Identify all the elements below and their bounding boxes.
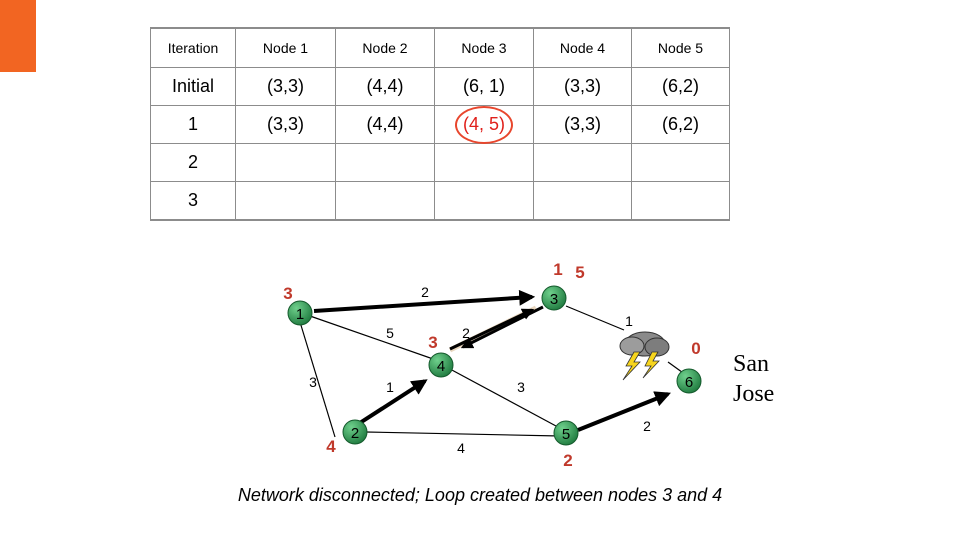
table-header-row: Iteration Node 1 Node 2 Node 3 Node 4 No…: [150, 27, 730, 68]
node-6: 6: [676, 368, 702, 394]
table-cell: (6,2): [631, 67, 730, 106]
table-cell: (4,4): [335, 67, 435, 106]
table-row: Initial (3,3) (4,4) (6, 1) (3,3) (6,2): [150, 67, 730, 106]
node-6-label: 6: [685, 374, 693, 391]
table-cell: (3,3): [235, 105, 336, 144]
destination-line: Jose: [733, 381, 775, 407]
edge-weight: 4: [457, 440, 465, 456]
node-5-label: 5: [562, 426, 570, 443]
table-cell: [631, 143, 730, 182]
arrow-5-to-6: [577, 391, 671, 432]
node-1: 1: [287, 300, 313, 326]
accent-bar: [0, 0, 36, 72]
edge-1-4: [309, 315, 437, 361]
table-cell: Initial: [150, 67, 236, 106]
edge-weight: 1: [625, 313, 633, 329]
highlighted-cell: (4, 5): [434, 105, 534, 144]
table-row: 1 (3,3) (4,4) (4, 5) (3,3) (6,2): [150, 105, 730, 144]
table-row: 2: [150, 143, 730, 182]
table-cell: [335, 143, 435, 182]
node-2: 2: [342, 419, 368, 445]
circled-value: (4, 5): [454, 106, 514, 144]
edge-weight: 3: [309, 374, 317, 390]
edge-1-2: [299, 321, 336, 438]
edge-weight: 2: [643, 418, 651, 434]
arrow-3-to-4: [460, 305, 544, 349]
edge-2-5: [365, 431, 561, 437]
routing-table: Iteration Node 1 Node 2 Node 3 Node 4 No…: [150, 27, 730, 221]
distance-label-node-3-new: 5: [575, 263, 584, 282]
edge-3-6: [565, 305, 625, 331]
table-cell: [533, 181, 632, 221]
edge-weight: 2: [421, 284, 429, 300]
column-header: Node 4: [533, 27, 632, 68]
distance-label-node-4: 3: [428, 333, 437, 352]
distance-label-node-6: 0: [691, 339, 700, 358]
destination-line: San: [733, 351, 769, 377]
edge-4-5: [449, 368, 557, 427]
edge-weight: 2: [462, 325, 470, 341]
storm-cloud-icon: [619, 331, 670, 381]
table-cell: [434, 143, 534, 182]
caption: Network disconnected; Loop created betwe…: [237, 485, 723, 505]
table-cell: [335, 181, 435, 221]
table-cell: [533, 143, 632, 182]
table-cell: 1: [150, 105, 236, 144]
node-3-label: 3: [550, 291, 558, 308]
arrow-2-to-4: [350, 379, 428, 430]
table-cell: [434, 181, 534, 221]
table-cell: 2: [150, 143, 236, 182]
distance-label-node-5: 2: [563, 451, 572, 470]
table-cell: [631, 181, 730, 221]
node-4: 4: [428, 352, 454, 378]
column-header: Node 3: [434, 27, 534, 68]
edge-weight: 1: [386, 379, 394, 395]
table-cell: [235, 143, 336, 182]
node-1-label: 1: [296, 306, 304, 323]
table-cell: (4,4): [335, 105, 435, 144]
edge-weight: 5: [386, 325, 394, 341]
distance-label-node-3: 1: [553, 260, 562, 279]
node-4-label: 4: [437, 358, 445, 375]
column-header: Node 5: [631, 27, 730, 68]
destination-label: San Jose: [733, 349, 793, 409]
distance-label-node-1: 3: [283, 284, 292, 303]
node-2-label: 2: [351, 425, 359, 442]
edge-weight: 3: [517, 379, 525, 395]
arrow-1-to-3: [313, 289, 536, 313]
table-cell: (6, 1): [434, 67, 534, 106]
distance-label-node-2: 4: [326, 437, 336, 456]
table-cell: [235, 181, 336, 221]
table-row: 3: [150, 181, 730, 221]
node-5: 5: [553, 420, 579, 446]
node-3: 3: [541, 285, 567, 311]
table-cell: (3,3): [235, 67, 336, 106]
